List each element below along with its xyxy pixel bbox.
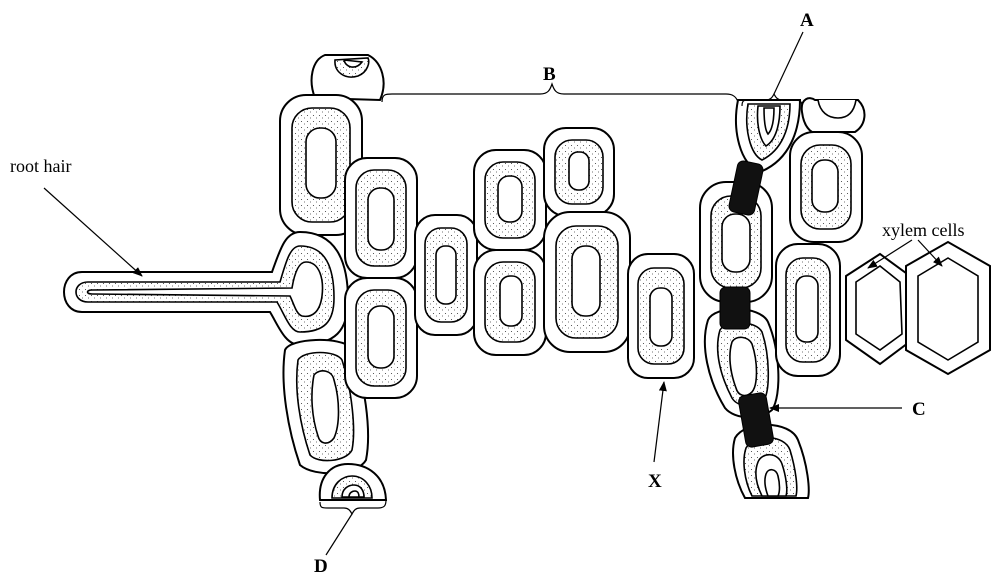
label-b: B xyxy=(543,64,556,85)
xylem-cells xyxy=(846,242,990,374)
cortex-cell xyxy=(544,212,630,352)
cortex-cell xyxy=(474,250,546,355)
arrow-root-hair xyxy=(44,188,142,276)
cortex-cell xyxy=(345,278,417,398)
label-c: C xyxy=(912,399,926,420)
epidermis-cells xyxy=(64,55,386,500)
pointer-d xyxy=(326,514,352,555)
casparian-strip xyxy=(720,287,750,329)
label-x: X xyxy=(648,471,662,492)
epidermis-partial-cell-bottom xyxy=(320,464,386,500)
cortex-cell-x xyxy=(628,254,694,378)
cortex-cell xyxy=(474,150,546,250)
label-xylem-cells: xylem cells xyxy=(882,220,964,240)
pericycle-partial-cell-top xyxy=(802,98,865,132)
cortex-cell xyxy=(415,215,477,335)
cortex-cell xyxy=(544,128,614,216)
bracket-d xyxy=(320,500,386,514)
cortex-cells xyxy=(345,128,694,398)
pericycle-cell xyxy=(790,132,862,242)
arrow-x xyxy=(654,382,664,462)
label-d: D xyxy=(314,556,328,575)
xylem-cell xyxy=(906,242,990,374)
bracket-b xyxy=(382,84,738,102)
cortex-cell xyxy=(345,158,417,278)
pointer-a xyxy=(774,32,803,94)
label-a: A xyxy=(800,10,814,31)
label-root-hair: root hair xyxy=(10,156,71,176)
pericycle-cell xyxy=(776,244,840,376)
xylem-cell xyxy=(846,254,912,364)
root-hair-cell xyxy=(64,232,348,345)
epidermis-partial-cell-top xyxy=(312,55,384,100)
